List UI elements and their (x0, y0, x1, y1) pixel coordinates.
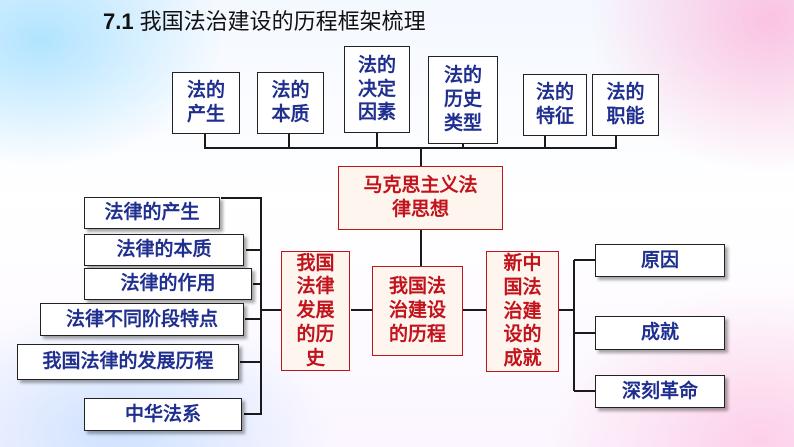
history-label: 我国 法律 发展 的历 史 (296, 251, 335, 369)
top-item-features: 法的 特征 (523, 74, 587, 136)
title-text: 我国法治建设的历程框架梳理 (139, 10, 426, 35)
right-item-profound-revolution: 深刻革命 (595, 375, 725, 408)
top-item-label: 法的 决定 因素 (357, 53, 396, 124)
top-item-functions: 法的 职能 (592, 74, 659, 136)
center-label: 马克思主义法 律思想 (363, 174, 478, 220)
left-item-label: 法律的本质 (116, 238, 212, 261)
achievements-box: 新中 国法 治建 设的 成就 (486, 251, 559, 372)
top-item-label: 法的 历史 类型 (443, 64, 482, 134)
left-item-stage-features: 法律不同阶段特点 (40, 303, 244, 336)
title-number: 7.1 (103, 9, 134, 34)
right-item-achievements: 成就 (595, 316, 725, 350)
left-item-law-role: 法律的作用 (84, 268, 252, 300)
left-item-label: 我国法律的发展历程 (42, 350, 214, 373)
right-item-label: 深刻革命 (621, 379, 698, 402)
top-item-essence: 法的 本质 (257, 72, 324, 134)
process-label: 我国法 治建设 的历程 (388, 275, 446, 345)
top-item-origin: 法的 产生 (172, 72, 240, 134)
top-item-label: 法的 本质 (271, 79, 310, 125)
top-item-historical-types: 法的 历史 类型 (428, 56, 498, 144)
top-item-determinants: 法的 决定 因素 (344, 46, 410, 133)
left-item-development-history: 我国法律的发展历程 (17, 344, 239, 380)
left-item-law-essence: 法律的本质 (84, 234, 244, 266)
achievement-label: 新中 国法 治建 设的 成就 (503, 252, 542, 370)
left-item-chinese-legal-system: 中华法系 (84, 398, 242, 431)
left-item-law-origin: 法律的产生 (84, 197, 220, 229)
rule-of-law-process-box: 我国法 治建设 的历程 (372, 266, 463, 356)
left-item-label: 法律不同阶段特点 (65, 307, 218, 330)
right-item-label: 成就 (640, 321, 679, 344)
top-item-label: 法的 特征 (535, 81, 574, 127)
left-item-label: 中华法系 (124, 402, 201, 425)
law-history-box: 我国 法律 发展 的历 史 (281, 251, 350, 371)
marxist-legal-thought-box: 马克思主义法 律思想 (338, 166, 503, 230)
top-item-label: 法的 产生 (186, 79, 225, 125)
left-item-label: 法律的作用 (120, 272, 216, 295)
right-item-causes: 原因 (595, 244, 725, 277)
left-item-label: 法律的产生 (104, 201, 200, 224)
top-item-label: 法的 职能 (606, 81, 645, 127)
right-item-label: 原因 (640, 248, 679, 271)
